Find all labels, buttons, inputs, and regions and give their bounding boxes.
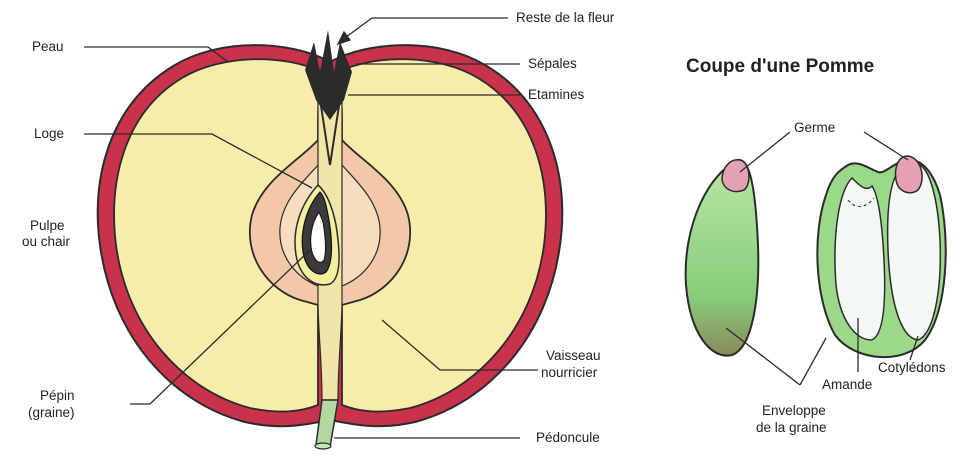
label-pedoncule: Pédoncule: [536, 430, 600, 446]
leader-germe-left: [740, 132, 790, 172]
label-vaisseau-1: Vaisseau: [546, 348, 601, 364]
seed-detail: [686, 156, 946, 357]
label-cotyledons: Cotylédons: [878, 360, 946, 376]
seed-open-germ: [896, 156, 923, 193]
leader-reste-fleur: [342, 18, 508, 40]
leader-germe-right: [864, 132, 908, 160]
label-vaisseau-2: nourricier: [541, 365, 597, 381]
label-germe: Germe: [794, 120, 835, 136]
seed-whole: [686, 160, 759, 356]
label-pepin-1: Pépin: [40, 388, 75, 404]
diagram-title: Coupe d'une Pomme: [686, 56, 874, 78]
apple-stem-end: [315, 443, 331, 449]
label-reste-fleur: Reste de la fleur: [516, 10, 614, 26]
apple: [98, 30, 563, 449]
label-sepales: Sépales: [528, 56, 577, 72]
label-pulpe-2: ou chair: [22, 234, 70, 250]
label-peau: Peau: [32, 39, 64, 55]
label-etamines: Etamines: [528, 87, 584, 103]
label-loge: Loge: [34, 126, 64, 142]
label-amande: Amande: [822, 377, 872, 393]
arrow-reste-fleur: [338, 32, 350, 44]
label-enveloppe-1: Enveloppe: [762, 403, 826, 419]
label-pulpe-1: Pulpe: [30, 218, 65, 234]
leader-enveloppe-1: [726, 328, 800, 385]
label-enveloppe-2: de la graine: [756, 420, 827, 436]
label-pepin-2: (graine): [28, 405, 75, 421]
seed-whole-germ: [722, 160, 749, 192]
